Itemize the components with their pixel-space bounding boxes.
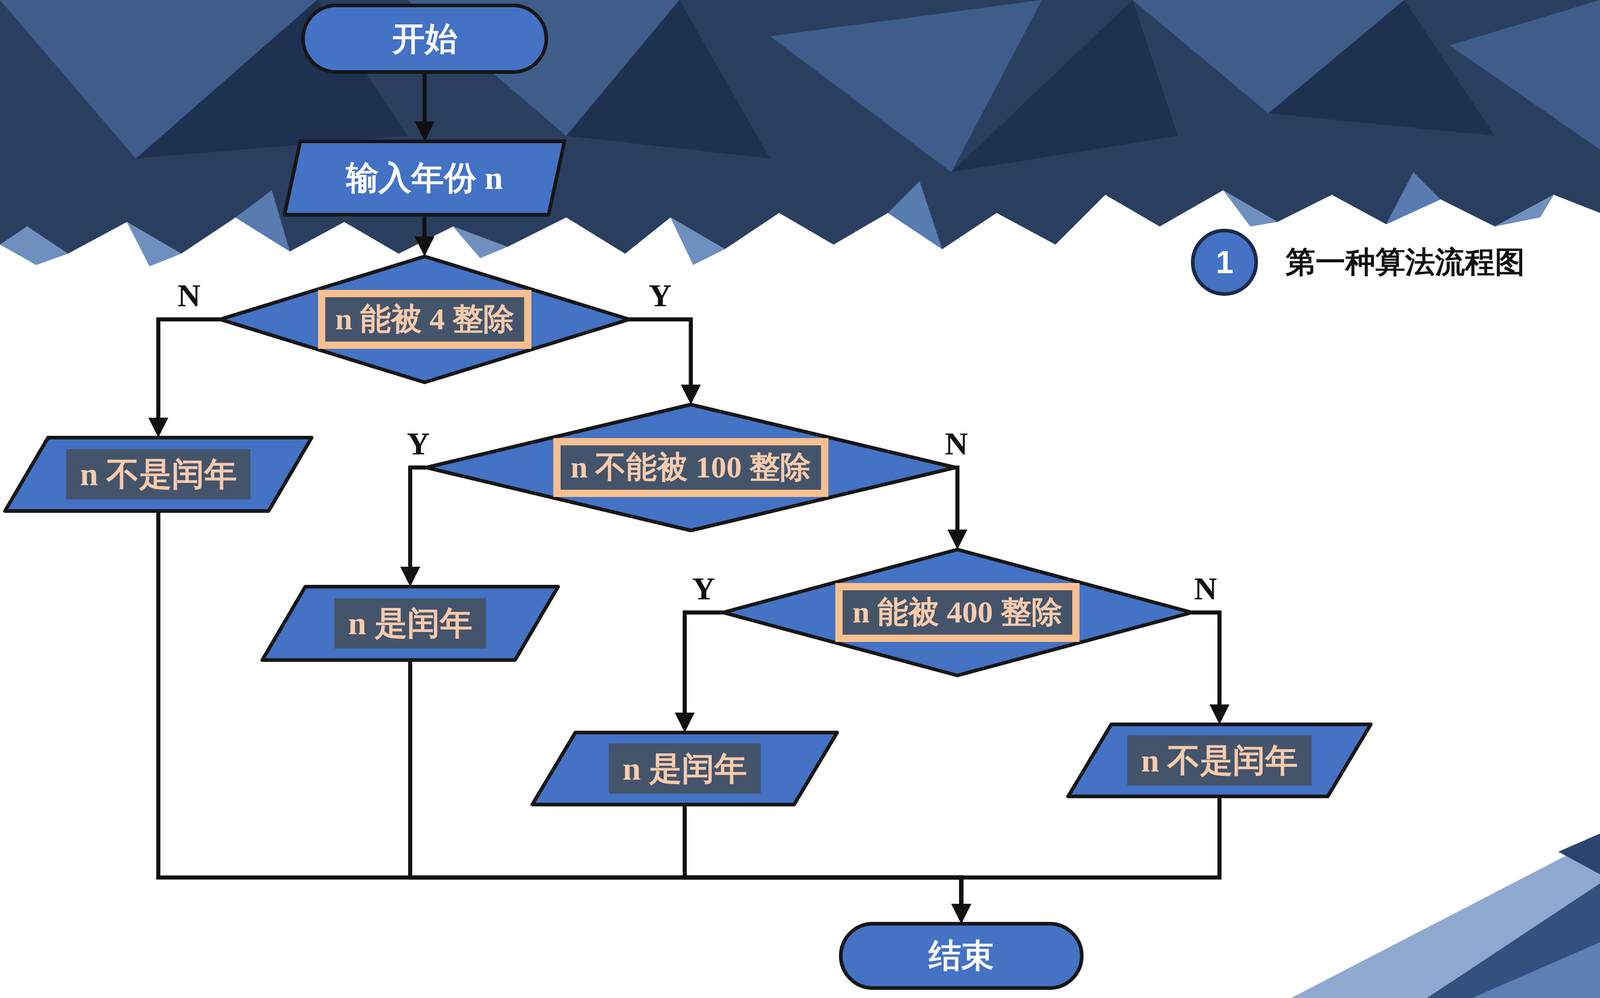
corner-facets [1291, 833, 1600, 998]
connector [951, 796, 1220, 924]
parallelogram-outline [262, 586, 559, 661]
text-highlight-frame [835, 583, 1080, 642]
node-text: 结束 [928, 936, 994, 976]
connector-line [422, 72, 427, 124]
node-text: n 能被 4 整除 [335, 300, 515, 338]
connector [674, 612, 724, 733]
text-highlight [608, 743, 761, 794]
arrow-head [414, 121, 435, 142]
arrow-head [414, 236, 435, 257]
parallelogram-outline [284, 141, 565, 215]
node-text: n 是闰年 [347, 603, 473, 643]
arrow-head [148, 417, 169, 438]
connector-line [410, 660, 962, 906]
text-highlight-frame [553, 438, 829, 497]
text-highlight-frame [318, 289, 532, 349]
node-text-block: 开始 [392, 19, 458, 58]
terminator-outline [303, 5, 547, 73]
connector-line [684, 612, 724, 715]
arrow-head [947, 529, 968, 550]
terminator-pill: 结束 [838, 921, 1084, 990]
text-highlight [66, 449, 251, 500]
arrow-head [951, 903, 972, 924]
node-text-block: n 不是闰年 [79, 454, 237, 494]
decision-diamond: n 能被 400 整除 [720, 547, 1195, 678]
node-text: 开始 [392, 19, 458, 58]
connector-line [629, 319, 691, 387]
connector [629, 319, 701, 405]
text-highlight [1127, 735, 1312, 786]
connector-line [158, 319, 221, 420]
arrow-head [1209, 704, 1230, 725]
arrow-head [951, 903, 972, 924]
connector-line [961, 796, 1220, 906]
text-highlight [325, 297, 525, 342]
connector-line [158, 510, 962, 906]
node-text: n 不是闰年 [79, 454, 237, 494]
node-text-block: n 不是闰年 [1141, 740, 1298, 780]
connector-line [1191, 612, 1220, 707]
terminator-outline [840, 923, 1082, 988]
node-text-block: n 是闰年 [347, 603, 473, 643]
node-text-block: 结束 [928, 936, 994, 976]
node-text-block: 输入年份 n [346, 158, 503, 198]
branch-label: N [1194, 571, 1218, 607]
text-highlight [334, 598, 487, 649]
arrow-head [951, 903, 972, 924]
mountain-band [0, 0, 1600, 254]
callout-circle [1192, 230, 1257, 294]
node-text: n 是闰年 [622, 748, 747, 788]
node-text-block: n 是闰年 [622, 748, 747, 788]
diamond-outline [722, 549, 1192, 676]
connector [410, 660, 972, 924]
callout-number: 1 [1215, 244, 1234, 281]
output-parallelogram: n 是闰年 [530, 730, 839, 807]
connector [400, 467, 427, 587]
node-text: n 不是闰年 [1141, 740, 1298, 780]
connector [414, 72, 435, 142]
decision-diamond: n 能被 4 整除 [217, 254, 632, 385]
node-text-block: n 能被 400 整除 [852, 593, 1063, 632]
diamond-outline [220, 256, 630, 383]
branch-label: Y [648, 278, 672, 314]
mountain-facets [0, 0, 1600, 267]
connector-line [410, 467, 427, 569]
branch-label: Y [692, 571, 716, 607]
connector [684, 804, 972, 924]
connector [158, 510, 972, 924]
output-parallelogram: n 不是闰年 [3, 435, 314, 513]
connector [1191, 612, 1230, 725]
connector-line [955, 467, 958, 532]
node-text-block: n 不能被 100 整除 [570, 448, 812, 487]
node-text: n 不能被 100 整除 [570, 448, 812, 487]
connector [947, 467, 968, 550]
parallelogram-outline [1068, 724, 1371, 797]
connector [148, 319, 221, 438]
parallelogram-outline [4, 437, 312, 511]
branch-label: Y [406, 426, 430, 462]
arrow-head [674, 712, 695, 733]
connector-line [422, 214, 427, 239]
terminator-pill: 开始 [301, 3, 549, 74]
input-parallelogram: 输入年份 n [282, 139, 567, 217]
connector [414, 214, 435, 257]
diamond-outline [426, 404, 956, 531]
parallelogram-outline [532, 732, 838, 805]
connector-line [684, 804, 962, 906]
text-highlight [560, 445, 822, 490]
decision-diamond: n 不能被 100 整除 [423, 402, 959, 533]
node-text: 输入年份 n [346, 158, 503, 198]
arrow-head [951, 903, 972, 924]
output-parallelogram: n 是闰年 [260, 584, 560, 662]
node-text: n 能被 400 整除 [852, 593, 1063, 632]
text-highlight [842, 590, 1073, 635]
branch-label: N [944, 426, 969, 462]
arrow-head [400, 566, 421, 587]
output-parallelogram: n 不是闰年 [1066, 722, 1373, 799]
figure-caption: 第一种算法流程图 [1285, 245, 1525, 280]
branch-label: N [177, 278, 201, 314]
arrow-head [680, 384, 701, 405]
node-text-block: n 能被 4 整除 [335, 300, 515, 338]
